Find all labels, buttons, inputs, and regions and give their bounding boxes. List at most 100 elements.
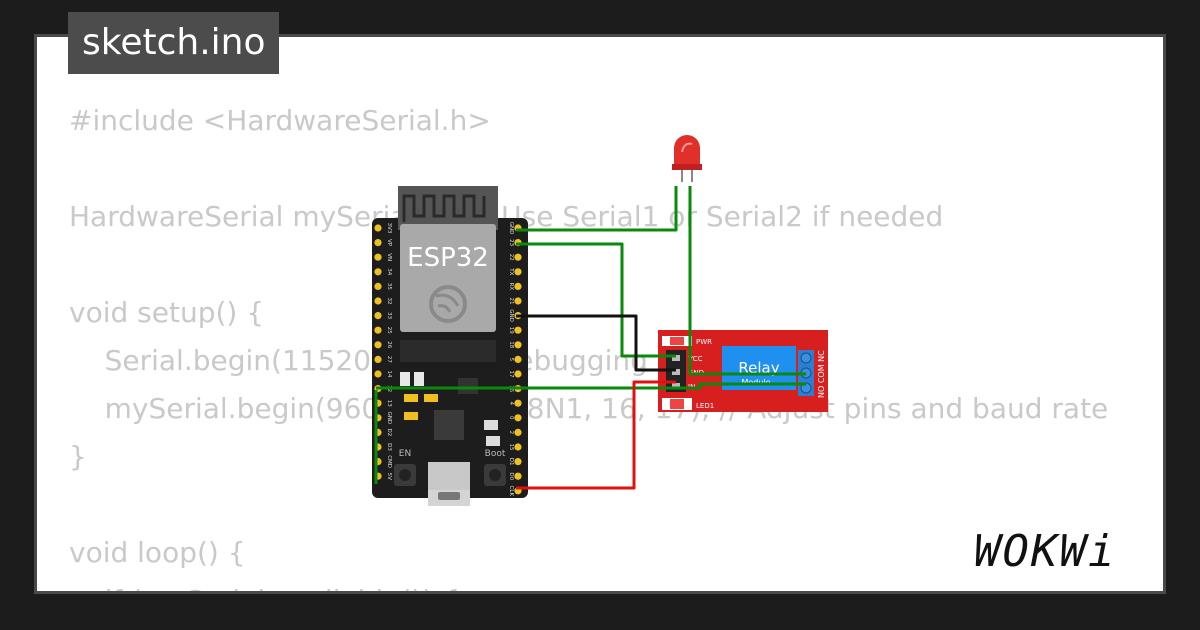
pin-label: D1 bbox=[508, 458, 514, 466]
pin-label: 5V bbox=[386, 473, 392, 480]
pin-label: CMD bbox=[386, 455, 392, 468]
code-line: void loop() { bbox=[69, 536, 246, 569]
pin-label: VN bbox=[386, 253, 392, 261]
relay-pin-vcc[interactable] bbox=[672, 355, 680, 361]
pin-label: 19 bbox=[508, 327, 514, 334]
button-boot-label: Boot bbox=[485, 449, 506, 459]
pin-22[interactable] bbox=[514, 253, 522, 261]
pin-label: D2 bbox=[386, 429, 392, 437]
pin-d1[interactable] bbox=[514, 458, 522, 466]
pin-label: 3V3 bbox=[386, 223, 392, 234]
code-line: #include <HardwareSerial.h> bbox=[69, 104, 491, 137]
button-en[interactable]: EN bbox=[394, 449, 416, 486]
pin-4[interactable] bbox=[514, 399, 522, 407]
wire-23-to-relay-vcc[interactable] bbox=[516, 242, 676, 358]
pin-label: 25 bbox=[386, 327, 392, 334]
pin-15[interactable] bbox=[514, 443, 522, 451]
pin-label: 33 bbox=[386, 312, 392, 319]
pin-label: 27 bbox=[386, 356, 392, 363]
pin-5[interactable] bbox=[514, 355, 522, 363]
pin-vp[interactable] bbox=[374, 239, 382, 247]
pin-19[interactable] bbox=[514, 326, 522, 334]
pin-rx[interactable] bbox=[514, 282, 522, 290]
pin-label: 17 bbox=[508, 371, 514, 378]
pin-label: 32 bbox=[386, 298, 392, 305]
pin-vn[interactable] bbox=[374, 253, 382, 261]
pin-label: 26 bbox=[386, 341, 392, 348]
relay-pwr-led-inner bbox=[670, 337, 684, 345]
button-boot[interactable]: Boot bbox=[484, 449, 506, 486]
pin-0[interactable] bbox=[514, 414, 522, 422]
pin-18[interactable] bbox=[514, 341, 522, 349]
led-dome bbox=[674, 135, 700, 168]
relay-pin-in[interactable] bbox=[672, 383, 680, 389]
pin-label: 21 bbox=[508, 298, 514, 305]
pin-label: 35 bbox=[386, 283, 392, 290]
pin-17[interactable] bbox=[514, 370, 522, 378]
code-line: void setup() { bbox=[69, 296, 265, 329]
pin-label: 2 bbox=[508, 431, 514, 435]
red-led[interactable] bbox=[672, 135, 702, 182]
pin-label: 23 bbox=[508, 239, 514, 246]
pin-label: 18 bbox=[508, 341, 514, 348]
relay-terminal-labels: NO COM NC bbox=[817, 350, 826, 398]
wire-gnd-to-led[interactable] bbox=[516, 186, 678, 232]
led-highlight bbox=[681, 142, 693, 153]
pin-label: 0 bbox=[508, 416, 514, 420]
espressif-logo-arc bbox=[435, 293, 460, 313]
pin-25[interactable] bbox=[374, 326, 382, 334]
pin-3v3[interactable] bbox=[374, 224, 382, 232]
pin-label: 22 bbox=[508, 254, 514, 261]
esp32-board[interactable]: ESP32 EN Boot 3 bbox=[372, 186, 528, 506]
pin-21[interactable] bbox=[514, 297, 522, 305]
wire-gnd-to-relay-gnd[interactable] bbox=[516, 314, 676, 372]
pin-label: D0 bbox=[508, 472, 514, 480]
terminal-no bbox=[800, 352, 812, 364]
pin-27[interactable] bbox=[374, 355, 382, 363]
pin-2[interactable] bbox=[514, 428, 522, 436]
relay-led1-inner bbox=[670, 399, 684, 409]
wokwi-logo: WOKWi bbox=[974, 526, 1117, 577]
code-line: if (mySerial.available()) { bbox=[69, 577, 1133, 591]
pin-label: VP bbox=[386, 239, 392, 247]
file-tab[interactable]: sketch.ino bbox=[68, 12, 280, 74]
pin-label: CLK bbox=[508, 486, 514, 497]
chip-label: ESP32 bbox=[407, 243, 489, 273]
pin-35[interactable] bbox=[374, 282, 382, 290]
sketch-preview-card: #include <HardwareSerial.h> HardwareSeria… bbox=[34, 34, 1166, 594]
espressif-logo bbox=[429, 285, 467, 323]
led-rim bbox=[672, 164, 702, 170]
relay-pin-label: VCC bbox=[688, 355, 703, 363]
pin-label: 4 bbox=[508, 401, 514, 405]
pin-label: 14 bbox=[386, 371, 392, 378]
pin-32[interactable] bbox=[374, 297, 382, 305]
pin-label: 15 bbox=[508, 444, 514, 451]
chip-shield bbox=[400, 224, 496, 332]
relay-led1-label: LED1 bbox=[696, 402, 714, 410]
wire-5v-red[interactable] bbox=[516, 380, 676, 490]
pin-label: 13 bbox=[386, 400, 392, 407]
code-line: } bbox=[69, 440, 87, 473]
pin-label: 5 bbox=[508, 358, 514, 362]
relay-pin-gnd[interactable] bbox=[672, 369, 680, 375]
pin-label: GND bbox=[508, 222, 514, 235]
pin-14[interactable] bbox=[374, 370, 382, 378]
relay-pwr-label: PWR bbox=[696, 338, 712, 346]
pin-label: GND bbox=[508, 309, 514, 322]
wires bbox=[374, 186, 806, 490]
pin-label: D3 bbox=[386, 443, 392, 451]
pin-34[interactable] bbox=[374, 268, 382, 276]
button-en-label: EN bbox=[399, 449, 411, 459]
pin-d0[interactable] bbox=[514, 472, 522, 480]
code-line: HardwareSerial mySerial(1); // Use Seria… bbox=[69, 200, 944, 233]
pin-33[interactable] bbox=[374, 312, 382, 320]
antenna-trace bbox=[402, 194, 486, 222]
pin-tx[interactable] bbox=[514, 268, 522, 276]
pin-label: TX bbox=[508, 267, 514, 275]
wire-led-to-relay-com[interactable] bbox=[688, 186, 806, 376]
wire-relay-to-pin[interactable] bbox=[676, 382, 806, 390]
pin-26[interactable] bbox=[374, 341, 382, 349]
